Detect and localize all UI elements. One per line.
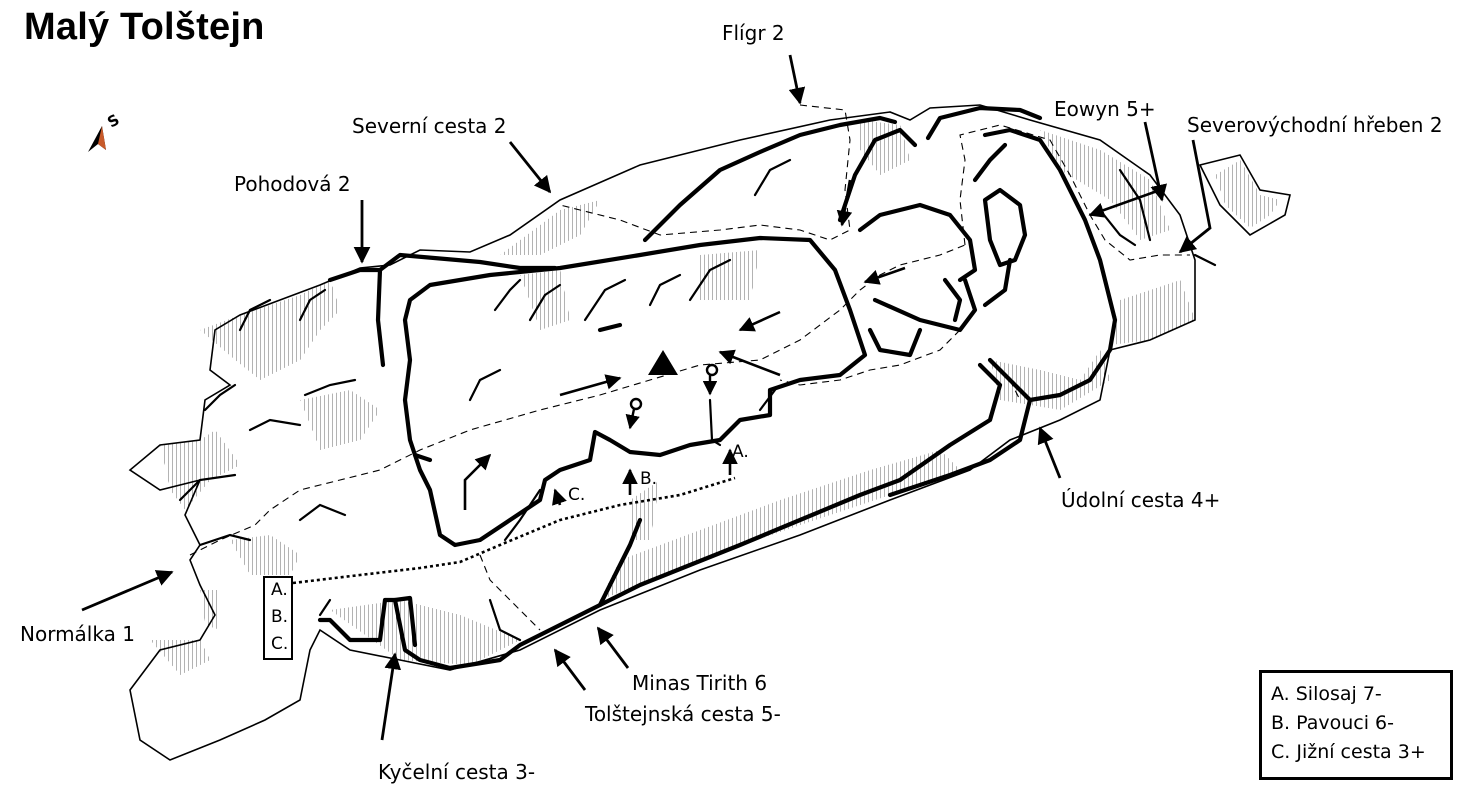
start-legend-b: B. bbox=[271, 607, 289, 627]
start-legend-box: A. B. C. bbox=[263, 576, 293, 660]
route-label-udolni: Údolní cesta 4+ bbox=[1061, 488, 1221, 512]
dotted-route-line bbox=[292, 476, 736, 585]
route-label-severni: Severní cesta 2 bbox=[352, 114, 507, 138]
ridge-details bbox=[178, 158, 1217, 642]
route-label-tolstejnska: Tolštejnská cesta 5- bbox=[585, 702, 781, 726]
route-label-kycelni: Kyčelní cesta 3- bbox=[378, 760, 536, 784]
label-pointer-arrows bbox=[81, 54, 1212, 741]
rappel-anchor-icon bbox=[625, 363, 719, 430]
legend-row-c: C. Jižní cesta 3+ bbox=[1271, 741, 1426, 763]
map-title: Malý Tolštejn bbox=[24, 6, 265, 48]
route-legend: A. Silosaj 7- B. Pavouci 6- C. Jižní ces… bbox=[1259, 670, 1453, 780]
start-legend-a: A. bbox=[271, 580, 288, 600]
route-label-severovychodni: Severovýchodní hřeben 2 bbox=[1187, 113, 1443, 137]
route-label-minas: Minas Tirith 6 bbox=[632, 671, 768, 695]
route-marker-b: B. bbox=[640, 469, 658, 489]
route-marker-a: A. bbox=[732, 442, 749, 462]
cliff-lines bbox=[317, 105, 1118, 671]
rock-shading bbox=[150, 120, 1280, 675]
route-label-normalka: Normálka 1 bbox=[20, 622, 135, 646]
route-marker-c: C. bbox=[568, 485, 586, 505]
route-arrows bbox=[463, 179, 1161, 510]
summit-triangle-icon bbox=[648, 350, 678, 375]
legend-row-a: A. Silosaj 7- bbox=[1271, 683, 1382, 705]
north-arrow-icon: S bbox=[80, 111, 124, 160]
start-legend-c: C. bbox=[271, 634, 289, 654]
summit-marks bbox=[625, 350, 719, 430]
route-label-eowyn: Eowyn 5+ bbox=[1054, 97, 1156, 121]
route-label-pohodova: Pohodová 2 bbox=[234, 172, 351, 196]
legend-row-b: B. Pavouci 6- bbox=[1271, 712, 1394, 734]
route-label-flig: Flígr 2 bbox=[722, 21, 785, 45]
